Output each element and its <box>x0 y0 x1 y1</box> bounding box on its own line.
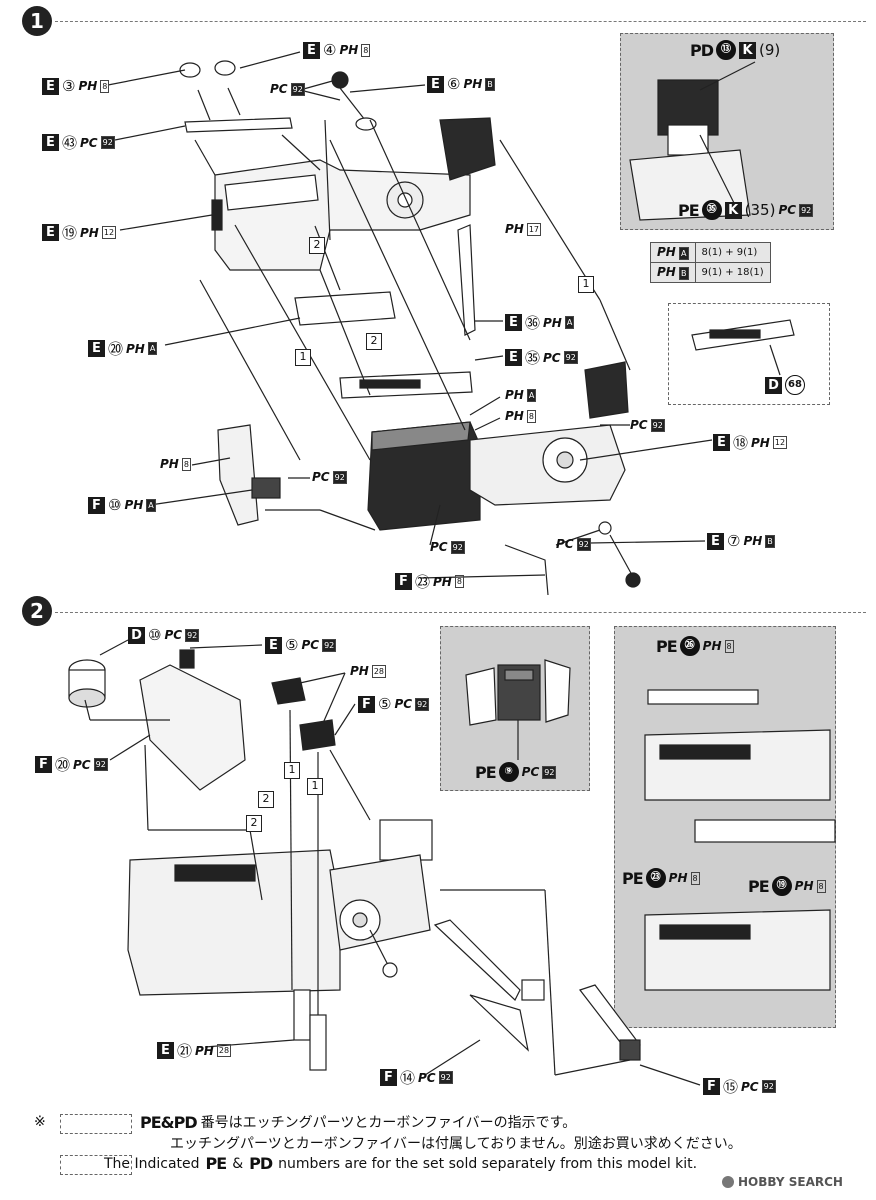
callout-2: 2 <box>309 237 325 254</box>
step-2-number: 2 <box>22 596 52 626</box>
note-box-1 <box>60 1114 132 1134</box>
step-1-separator <box>55 21 866 22</box>
note-line-3: The Indicated PE & PD numbers are for th… <box>104 1154 698 1173</box>
label-pd13: PD ⑬ K (9) <box>690 40 781 60</box>
step-2-separator <box>55 612 866 613</box>
watermark: HOBBY SEARCH <box>722 1175 843 1189</box>
callout-1: 1 <box>284 762 300 779</box>
mix-row-b: PH B 9(1) + 18(1) <box>650 262 771 283</box>
callout-1: 1 <box>578 276 594 293</box>
note-asterisk: ※ <box>34 1114 46 1130</box>
callout-2: 2 <box>246 815 262 832</box>
callout-1: 1 <box>307 778 323 795</box>
note-line-2: エッチングパーツとカーボンファイバーは付属しておりません。別途お買い求めください… <box>170 1136 742 1152</box>
callout-2: 2 <box>258 791 274 808</box>
mix-row-a: PH A 8(1) + 9(1) <box>650 242 771 263</box>
note-box-2 <box>60 1155 132 1175</box>
callout-2: 2 <box>366 333 382 350</box>
paint-mix-table: PH A 8(1) + 9(1) PH B 9(1) + 18(1) <box>650 242 771 283</box>
step-1-number: 1 <box>22 6 52 36</box>
inset-d68 <box>668 303 830 405</box>
callout-1: 1 <box>295 349 311 366</box>
